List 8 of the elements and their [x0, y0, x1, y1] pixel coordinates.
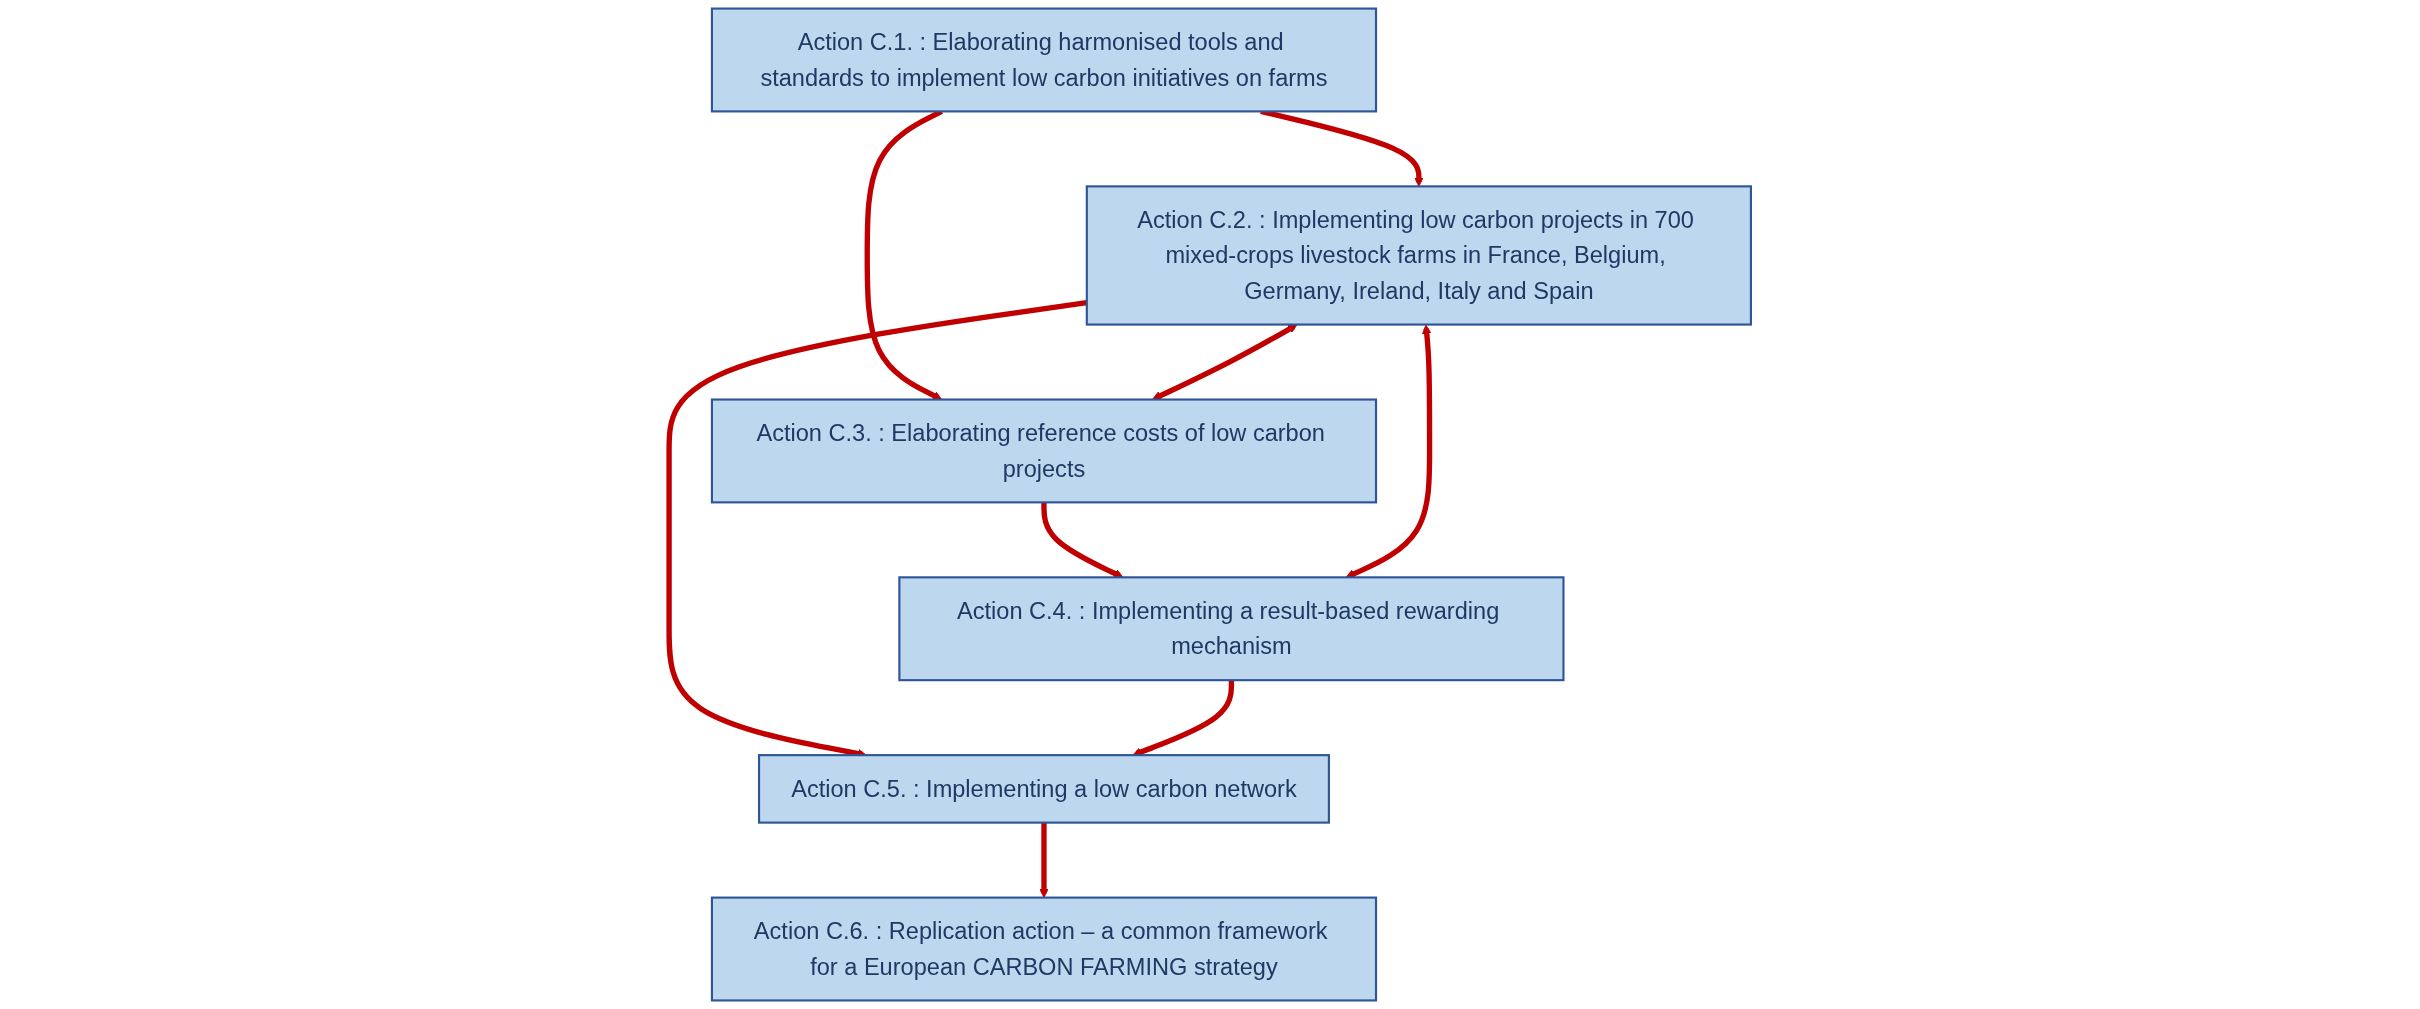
node-box: Action C.1. : Elaborating harmonised tools and standards to implement low carbon initiatives on farms [710, 7, 1378, 113]
node-box: Action C.4. : Implementing a result-based rewarding mechanism [898, 576, 1565, 682]
node-box: Action C.3. : Elaborating reference costs of low carbon projects [710, 398, 1378, 504]
arrow [1041, 502, 1124, 578]
node-box: Action C.2. : Implementing low carbon projects in 700 mixed-crops livestock farms in France, Belgium, Germany, Ireland, Italy and Spain [1085, 185, 1752, 326]
node-box: Action C.6. : Replication action – a common framework for a European CARBON FARMING strategy [710, 896, 1378, 1002]
arrow [1151, 324, 1298, 401]
node-box: Action C.5. : Implementing a low carbon network [757, 754, 1330, 824]
